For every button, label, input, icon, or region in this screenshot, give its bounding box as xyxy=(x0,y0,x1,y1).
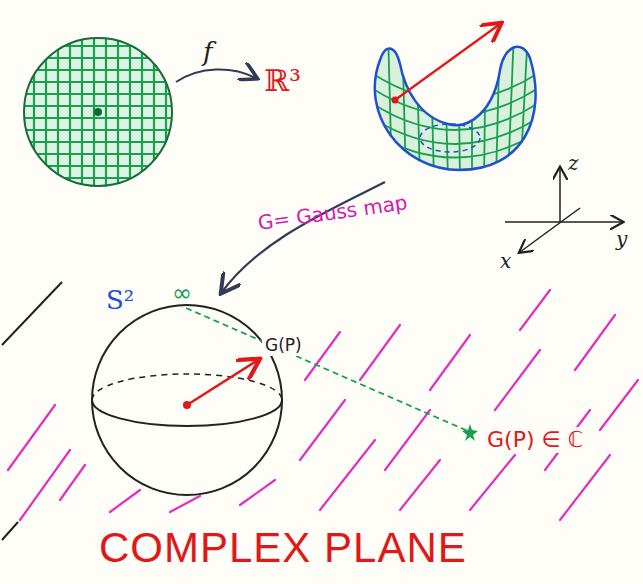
surface-grid xyxy=(360,30,550,180)
plane-title: COMPLEX PLANE xyxy=(96,524,470,572)
math-label: z xyxy=(568,152,579,174)
plane-hatching xyxy=(8,290,638,520)
math-label: ℝ³ xyxy=(264,64,301,97)
disk-grid xyxy=(24,38,172,186)
math-label: G(P) xyxy=(262,335,305,356)
math-label: S² xyxy=(106,286,134,315)
math-label: f xyxy=(203,38,213,67)
math-label: y xyxy=(616,228,627,250)
math-label: G(P) ∈ ℂ xyxy=(484,427,586,453)
math-label: ∞ xyxy=(172,280,192,306)
math-label: x xyxy=(500,250,511,272)
math-label: G= Gauss map xyxy=(256,191,408,234)
